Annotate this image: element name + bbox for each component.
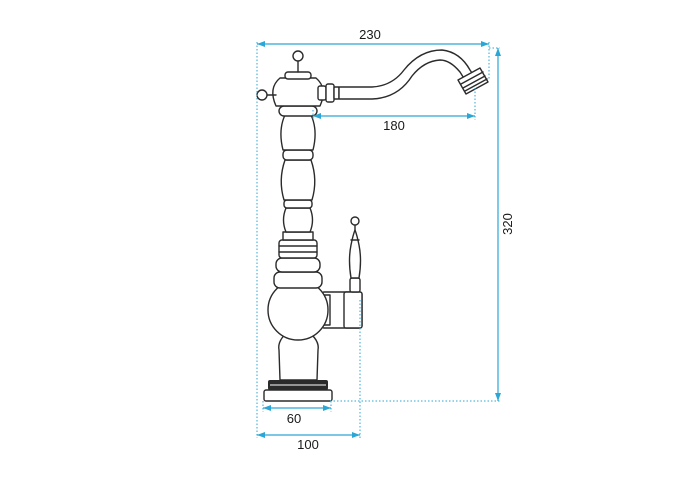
body-ring-middle xyxy=(275,257,321,273)
spout-pipe xyxy=(338,49,479,100)
arrow-total-height-top xyxy=(495,48,501,56)
label-base-diameter: 60 xyxy=(287,411,301,426)
spout-connector-2 xyxy=(325,83,335,103)
faucet-head-cap xyxy=(284,71,312,80)
spout-nozzle xyxy=(457,67,489,95)
lever-mount-cap xyxy=(343,291,363,329)
arrow-spout-reach-left xyxy=(313,113,321,119)
column-mid-bulge xyxy=(280,159,316,201)
lever-base xyxy=(349,277,361,293)
arrow-footprint-right xyxy=(352,432,360,438)
spout-nozzle-line-2 xyxy=(462,75,486,89)
faucet-finial xyxy=(292,50,304,62)
column-lower-bulge xyxy=(282,207,314,233)
faucet-head-globe xyxy=(272,77,324,107)
arrow-base-left xyxy=(263,405,271,411)
spout-nozzle-line-1 xyxy=(460,71,484,85)
body-ring-lower xyxy=(273,271,323,289)
arrow-spout-reach-right xyxy=(467,113,475,119)
label-total-height: 320 xyxy=(500,213,515,235)
label-footprint-width: 100 xyxy=(297,437,319,452)
faucet-base-plate xyxy=(263,389,333,402)
arrow-total-width-right xyxy=(481,41,489,47)
label-spout-reach: 180 xyxy=(383,118,405,133)
cartridge-body xyxy=(267,279,329,341)
dimension-annotations: 230 180 320 60 100 xyxy=(256,27,515,452)
body-neck xyxy=(282,231,314,241)
lever-finial xyxy=(350,216,360,226)
side-knob xyxy=(256,89,268,101)
spout-nozzle-line-3 xyxy=(464,78,488,92)
arrow-base-right xyxy=(323,405,331,411)
lever-handle xyxy=(348,229,362,279)
column-collar-1 xyxy=(283,199,313,209)
faucet-outline xyxy=(256,49,489,402)
arrow-total-height-bottom xyxy=(495,393,501,401)
column-upper-bulge xyxy=(280,114,316,151)
body-ring-upper xyxy=(278,239,318,259)
spout-connector-3 xyxy=(333,86,340,100)
arrow-total-width-left xyxy=(257,41,265,47)
label-total-width: 230 xyxy=(359,27,381,42)
column-collar-2 xyxy=(282,149,314,161)
spout-connector-1 xyxy=(317,85,327,101)
column-collar-3 xyxy=(278,105,318,117)
arrow-footprint-left xyxy=(257,432,265,438)
